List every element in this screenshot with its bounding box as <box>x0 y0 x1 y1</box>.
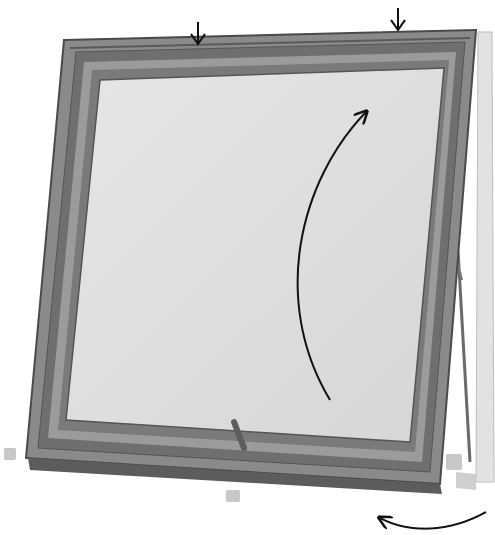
curved-arrow-icon <box>380 512 486 529</box>
glass-pane <box>66 68 444 442</box>
down-arrow-icon <box>391 8 405 30</box>
